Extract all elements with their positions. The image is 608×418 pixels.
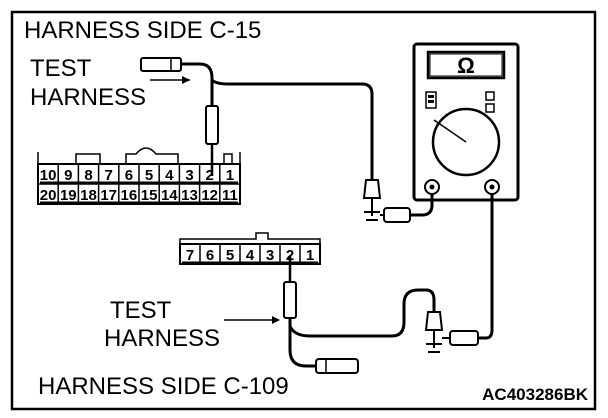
c15-top-pin-8: 8: [84, 167, 92, 184]
label-test-harness-top-line1: TEST: [30, 55, 92, 82]
ohm-symbol: Ω: [457, 53, 475, 78]
c109-pin-6: 6: [206, 247, 214, 264]
c15-bottom-pin-15: 15: [141, 187, 158, 204]
label-test-harness-top-line2: HARNESS: [30, 84, 146, 111]
c109-pin-5: 5: [226, 247, 234, 264]
c109-pin-4: 4: [246, 247, 255, 264]
c109-pin-3: 3: [266, 247, 274, 264]
c15-bottom-pin-17: 17: [100, 187, 117, 204]
c15-top-pin-7: 7: [105, 167, 113, 184]
title-harness-side-c109: HARNESS SIDE C-109: [38, 373, 289, 400]
c15-top-pin-1: 1: [226, 167, 234, 184]
c15-bottom-pin-11: 11: [222, 187, 238, 204]
c15-top-pin-9: 9: [64, 167, 72, 184]
c15-top-pin-2: 2: [206, 167, 214, 184]
title-harness-side-c15: HARNESS SIDE C-15: [24, 17, 261, 44]
c15-top-pin-10: 10: [40, 167, 57, 184]
test-harness-top: [140, 57, 434, 223]
c15-bottom-pin-12: 12: [201, 187, 218, 204]
label-test-harness-bottom-line2: HARNESS: [104, 325, 220, 352]
c15-top-pin-6: 6: [125, 167, 133, 184]
figure-code: AC403286BK: [482, 385, 589, 404]
meter-display: [426, 50, 506, 80]
c15-top-pin-4: 4: [165, 167, 174, 184]
c15-bottom-pin-16: 16: [121, 187, 138, 204]
c15-bottom-pin-13: 13: [181, 187, 198, 204]
c15-top-pin-5: 5: [145, 167, 153, 184]
c109-pin-7: 7: [186, 247, 194, 264]
test-harness-bottom: [224, 194, 494, 374]
c15-bottom-pin-19: 19: [60, 187, 77, 204]
c109-pin-2: 2: [286, 247, 294, 264]
ohmmeter: Ω: [412, 42, 520, 202]
c15-bottom-pin-20: 20: [40, 187, 57, 204]
diagram-frame: [10, 10, 597, 411]
label-test-harness-bottom-line1: TEST: [110, 297, 172, 324]
c15-bottom-pin-14: 14: [161, 187, 178, 204]
c15-top-pin-3: 3: [185, 167, 193, 184]
c15-bottom-pin-18: 18: [80, 187, 97, 204]
meter-pointer: [433, 119, 467, 143]
c109-pin-1: 1: [306, 247, 314, 264]
